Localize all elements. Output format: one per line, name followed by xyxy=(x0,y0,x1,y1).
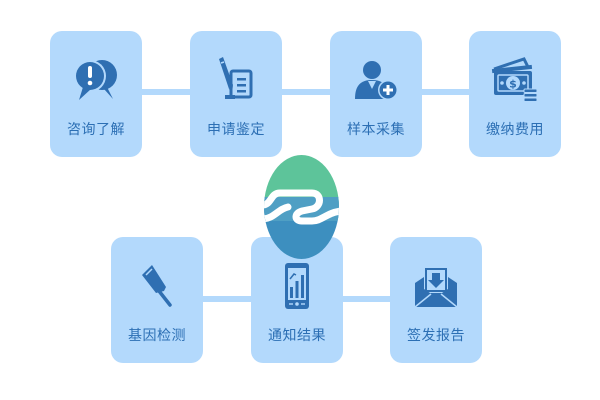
step-payment[interactable]: $ 缴纳费用 xyxy=(469,31,561,157)
step-consult[interactable]: 咨询了解 xyxy=(50,31,142,157)
step-label: 申请鉴定 xyxy=(207,122,265,138)
svg-text:$: $ xyxy=(509,78,517,91)
step-sample-collection[interactable]: 样本采集 xyxy=(330,31,422,157)
step-apply[interactable]: 申请鉴定 xyxy=(190,31,282,157)
money-bills-icon: $ xyxy=(490,55,540,105)
step-gene-testing[interactable]: 基因检测 xyxy=(111,237,203,363)
connector-top-row xyxy=(140,89,472,95)
step-label: 签发报告 xyxy=(407,328,465,344)
speech-bubbles-exclamation-icon xyxy=(71,55,121,105)
step-label: 咨询了解 xyxy=(67,122,125,138)
pen-document-icon xyxy=(211,55,261,105)
step-label: 样本采集 xyxy=(347,122,405,138)
pushpin-icon xyxy=(132,261,182,311)
step-label: 基因检测 xyxy=(128,328,186,344)
step-label: 通知结果 xyxy=(268,328,326,344)
step-issue-report[interactable]: 签发报告 xyxy=(390,237,482,363)
phone-chart-icon xyxy=(272,261,322,311)
add-user-icon xyxy=(351,55,401,105)
step-label: 缴纳费用 xyxy=(486,122,544,138)
brand-logo-icon xyxy=(264,155,339,259)
envelope-download-icon xyxy=(411,261,461,311)
